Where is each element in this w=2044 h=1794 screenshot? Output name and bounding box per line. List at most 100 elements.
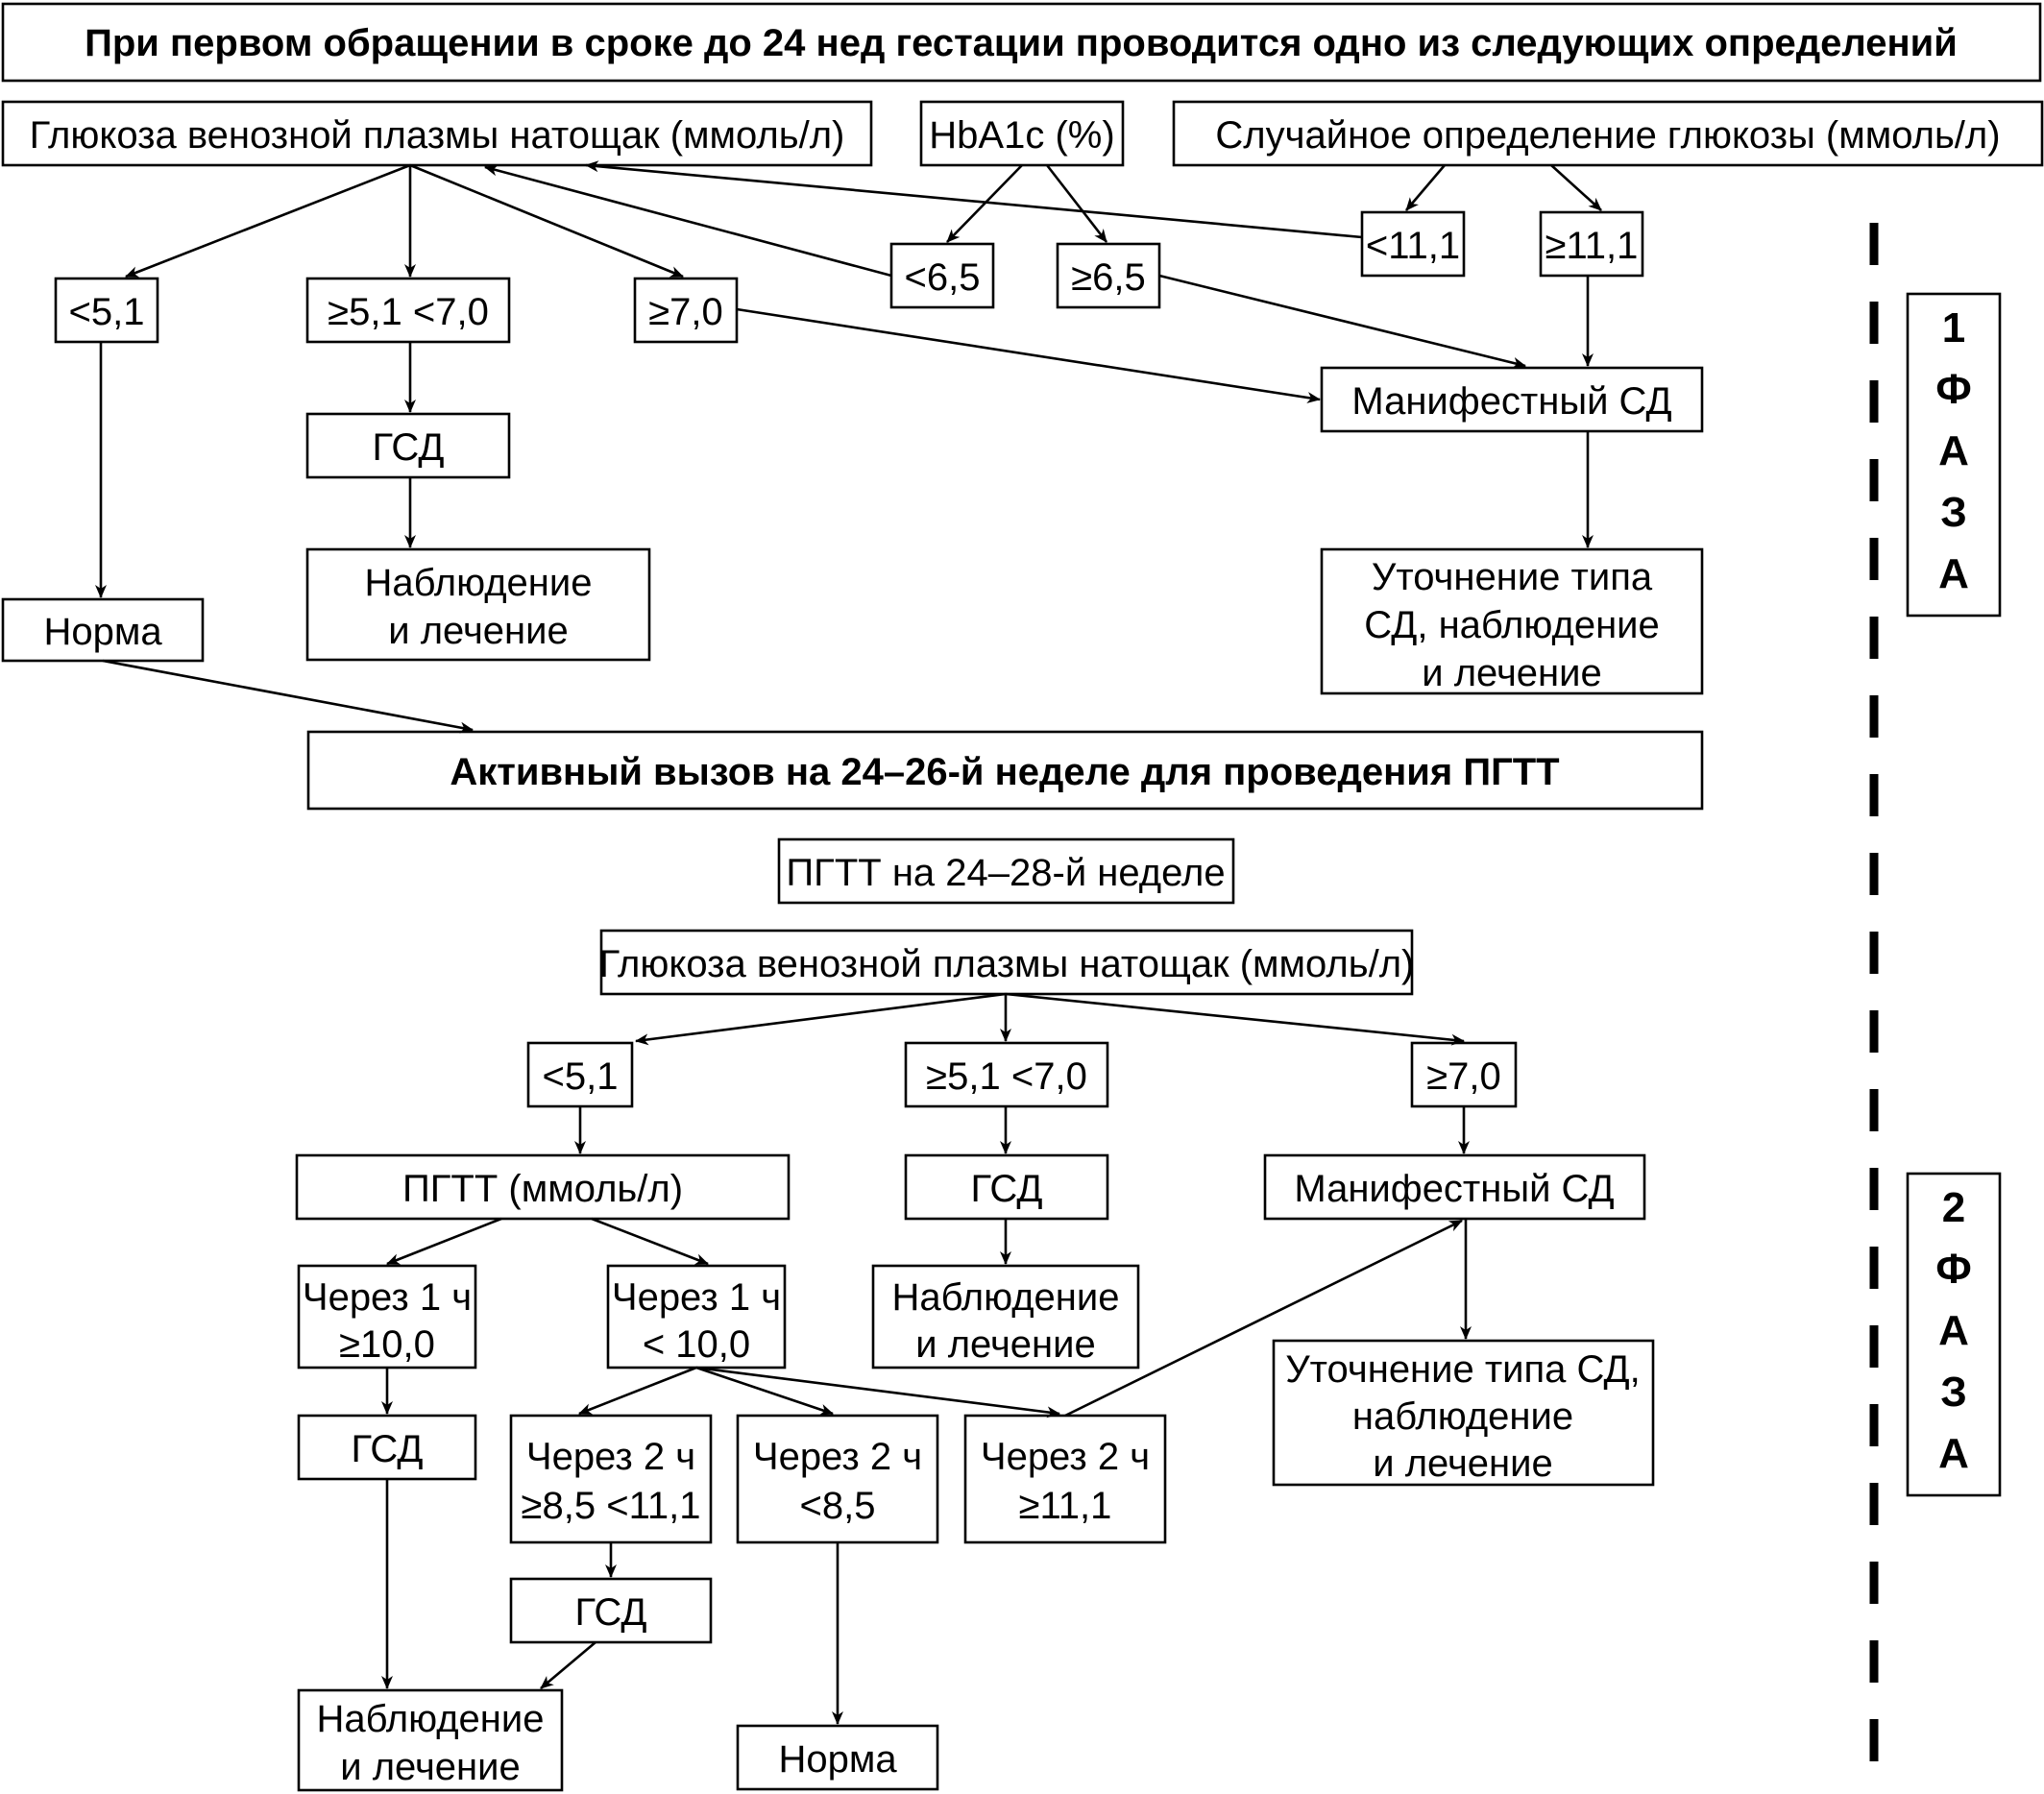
- p2-gdm-mid-label: ГСД: [971, 1168, 1043, 1210]
- p2-clarify-line3: и лечение: [1373, 1442, 1552, 1485]
- arrow-norm-to-active-call: [102, 659, 474, 734]
- arrow-h1lt10-to-h2-ge111: [695, 1366, 1060, 1418]
- p1-manifest-dm-box: Манифестный СД: [1320, 366, 1704, 433]
- arrow-hba-to-ge65: [1045, 164, 1108, 243]
- p2-gdm-left-label: ГСД: [352, 1428, 424, 1470]
- p2-observation-bottom-line1: Наблюдение: [317, 1698, 545, 1740]
- p2-gdm-h2-box: ГСД: [509, 1577, 713, 1644]
- p2-gdm-h2-label: ГСД: [575, 1591, 647, 1634]
- p2-h1-ge-10-box: Через 1 ч ≥10,0: [297, 1264, 477, 1370]
- p1-gdm-box: ГСД: [305, 412, 511, 479]
- p1-fg-5-1-7-0-box: ≥5,1 <7,0: [305, 277, 511, 344]
- p1-hba1c-box: HbA1c (%): [919, 100, 1125, 167]
- p2-h2-lt-8-5-line1: Через 2 ч: [753, 1436, 922, 1478]
- p1-rg-ge-11-1-box: ≥11,1: [1539, 210, 1644, 278]
- arrow-lt111-to-fg: [585, 160, 1363, 239]
- p2-h2-lt-8-5-box: Через 2 ч <8,5: [736, 1414, 939, 1544]
- arrow-rg-to-ge111: [1550, 164, 1602, 211]
- p2-h2-8-5-11-1-box: Через 2 ч ≥8,5 <11,1: [509, 1414, 713, 1544]
- arrow-h2ge111-to-manifest: [1064, 1219, 1463, 1418]
- p1-fg-ge-7-0-box: ≥7,0: [633, 277, 739, 344]
- phase2-label-number: 2: [1942, 1184, 1965, 1231]
- p1-fasting-glucose-label: Глюкоза венозной плазмы натощак (ммоль/л…: [30, 114, 845, 157]
- p2-observation-mid-line2: и лечение: [915, 1323, 1095, 1366]
- p1-hba-ge-6-5-label: ≥6,5: [1071, 256, 1146, 299]
- phase2-label-box: 2 Ф А З А: [1906, 1172, 2002, 1497]
- arrow-ogtt-to-h1ge10: [386, 1217, 502, 1266]
- p2-observation-mid-box: Наблюдение и лечение: [871, 1264, 1140, 1370]
- p1-norm-label: Норма: [43, 611, 162, 653]
- p2-ogtt-label: ПГТТ (ммоль/л): [402, 1168, 683, 1210]
- p1-rg-lt-11-1-box: <11,1: [1360, 210, 1466, 278]
- p2-fasting-glucose-label: Глюкоза венозной плазмы натощак (ммоль/л…: [599, 943, 1415, 985]
- arrow-ge70-to-manifest: [736, 307, 1321, 403]
- p2-h2-lt-8-5-line2: <8,5: [800, 1485, 876, 1527]
- p1-hba-ge-6-5-box: ≥6,5: [1056, 242, 1161, 309]
- phase1-label-letter-2: А: [1938, 427, 1969, 474]
- p2-gdm-mid-box: ГСД: [904, 1153, 1109, 1221]
- p2-h2-ge-11-1-line2: ≥11,1: [1019, 1485, 1112, 1527]
- arrow-rg-to-lt111: [1405, 164, 1446, 211]
- p2-ogtt-week-box: ПГТТ на 24–28-й неделе: [777, 837, 1235, 905]
- phase2-label-letter-3: З: [1940, 1369, 1967, 1416]
- p1-clarify-box: Уточнение типа СД, наблюдение и лечение: [1320, 547, 1704, 695]
- p2-clarify-line2: наблюдение: [1352, 1395, 1573, 1438]
- p1-observation-line2: и лечение: [388, 610, 568, 652]
- arrow-p2fg-to-ge70: [1005, 992, 1465, 1046]
- p2-clarify-box: Уточнение типа СД, наблюдение и лечение: [1272, 1339, 1655, 1487]
- p1-fg-lt-5-1-label: <5,1: [69, 291, 145, 333]
- phase1-label-letter-3: З: [1940, 489, 1967, 536]
- phase1-arrows: [95, 160, 1602, 734]
- phase2-label-letter-1: Ф: [1935, 1246, 1972, 1293]
- p1-random-glucose-label: Случайное определение глюкозы (ммоль/л): [1215, 114, 2000, 157]
- phase1-label-letter-4: А: [1938, 550, 1969, 597]
- p1-clarify-line1: Уточнение типа: [1372, 556, 1653, 598]
- arrow-h1lt10-to-h2-lt85: [695, 1366, 834, 1416]
- p2-observation-bottom-line2: и лечение: [340, 1746, 520, 1788]
- arrow-fg-to-ge70: [409, 163, 684, 279]
- phase1-header-box: При первом обращении в сроке до 24 нед г…: [1, 2, 2042, 83]
- arrow-hba-to-lt65: [946, 164, 1023, 243]
- p2-h1-ge-10-line2: ≥10,0: [339, 1323, 435, 1366]
- active-call-label: Активный вызов на 24–26-й неделе для про…: [450, 751, 1559, 793]
- p1-rg-ge-11-1-label: ≥11,1: [1545, 225, 1639, 267]
- p2-clarify-line1: Уточнение типа СД,: [1285, 1348, 1641, 1391]
- arrow-ogtt-to-h1lt10: [591, 1217, 709, 1266]
- p1-norm-box: Норма: [1, 597, 205, 663]
- p1-rg-lt-11-1-label: <11,1: [1366, 225, 1460, 267]
- p1-observation-box: Наблюдение и лечение: [305, 547, 651, 662]
- phase1-header: При первом обращении в сроке до 24 нед г…: [85, 22, 1958, 64]
- p1-hba-lt-6-5-label: <6,5: [905, 256, 981, 299]
- p1-clarify-line2: СД, наблюдение: [1364, 604, 1660, 646]
- p1-clarify-line3: и лечение: [1422, 652, 1601, 694]
- p2-h2-8-5-11-1-line1: Через 2 ч: [526, 1436, 695, 1478]
- p1-manifest-dm-label: Манифестный СД: [1351, 380, 1671, 423]
- p1-fg-ge-7-0-label: ≥7,0: [648, 291, 723, 333]
- p2-norm-bottom-box: Норма: [736, 1724, 939, 1791]
- p2-fg-5-1-7-0-box: ≥5,1 <7,0: [904, 1041, 1109, 1108]
- p1-hba1c-label: HbA1c (%): [929, 114, 1114, 157]
- p2-ogtt-week-label: ПГТТ на 24–28-й неделе: [786, 852, 1225, 894]
- p2-h2-ge-11-1-box: Через 2 ч ≥11,1: [963, 1414, 1167, 1544]
- p1-fg-5-1-7-0-label: ≥5,1 <7,0: [328, 291, 489, 333]
- p2-fg-5-1-7-0-label: ≥5,1 <7,0: [926, 1055, 1087, 1098]
- p2-observation-mid-line1: Наблюдение: [892, 1276, 1120, 1319]
- p2-observation-bottom-box: Наблюдение и лечение: [297, 1688, 564, 1792]
- arrow-p2fg-to-lt51: [635, 992, 1007, 1046]
- p2-fasting-glucose-box: Глюкоза венозной плазмы натощак (ммоль/л…: [599, 929, 1415, 996]
- p2-h1-lt-10-line2: < 10,0: [643, 1323, 750, 1366]
- phase2-label-letter-4: А: [1938, 1430, 1969, 1477]
- phase1-label-box: 1 Ф А З А: [1906, 292, 2002, 618]
- p1-hba-lt-6-5-box: <6,5: [889, 242, 995, 309]
- p2-gdm-left-box: ГСД: [297, 1414, 477, 1481]
- p2-fg-ge-7-0-label: ≥7,0: [1426, 1055, 1501, 1098]
- arrow-fg-to-lt51: [125, 163, 411, 279]
- p1-fasting-glucose-box: Глюкоза венозной плазмы натощак (ммоль/л…: [1, 100, 873, 167]
- p2-ogtt-box: ПГТТ (ммоль/л): [295, 1153, 791, 1221]
- p1-random-glucose-box: Случайное определение глюкозы (ммоль/л): [1172, 100, 2044, 167]
- p2-norm-bottom-label: Норма: [778, 1738, 897, 1781]
- p2-manifest-dm-label: Манифестный СД: [1294, 1168, 1614, 1210]
- p2-manifest-dm-box: Манифестный СД: [1263, 1153, 1646, 1221]
- p2-fg-lt-5-1-label: <5,1: [543, 1055, 619, 1098]
